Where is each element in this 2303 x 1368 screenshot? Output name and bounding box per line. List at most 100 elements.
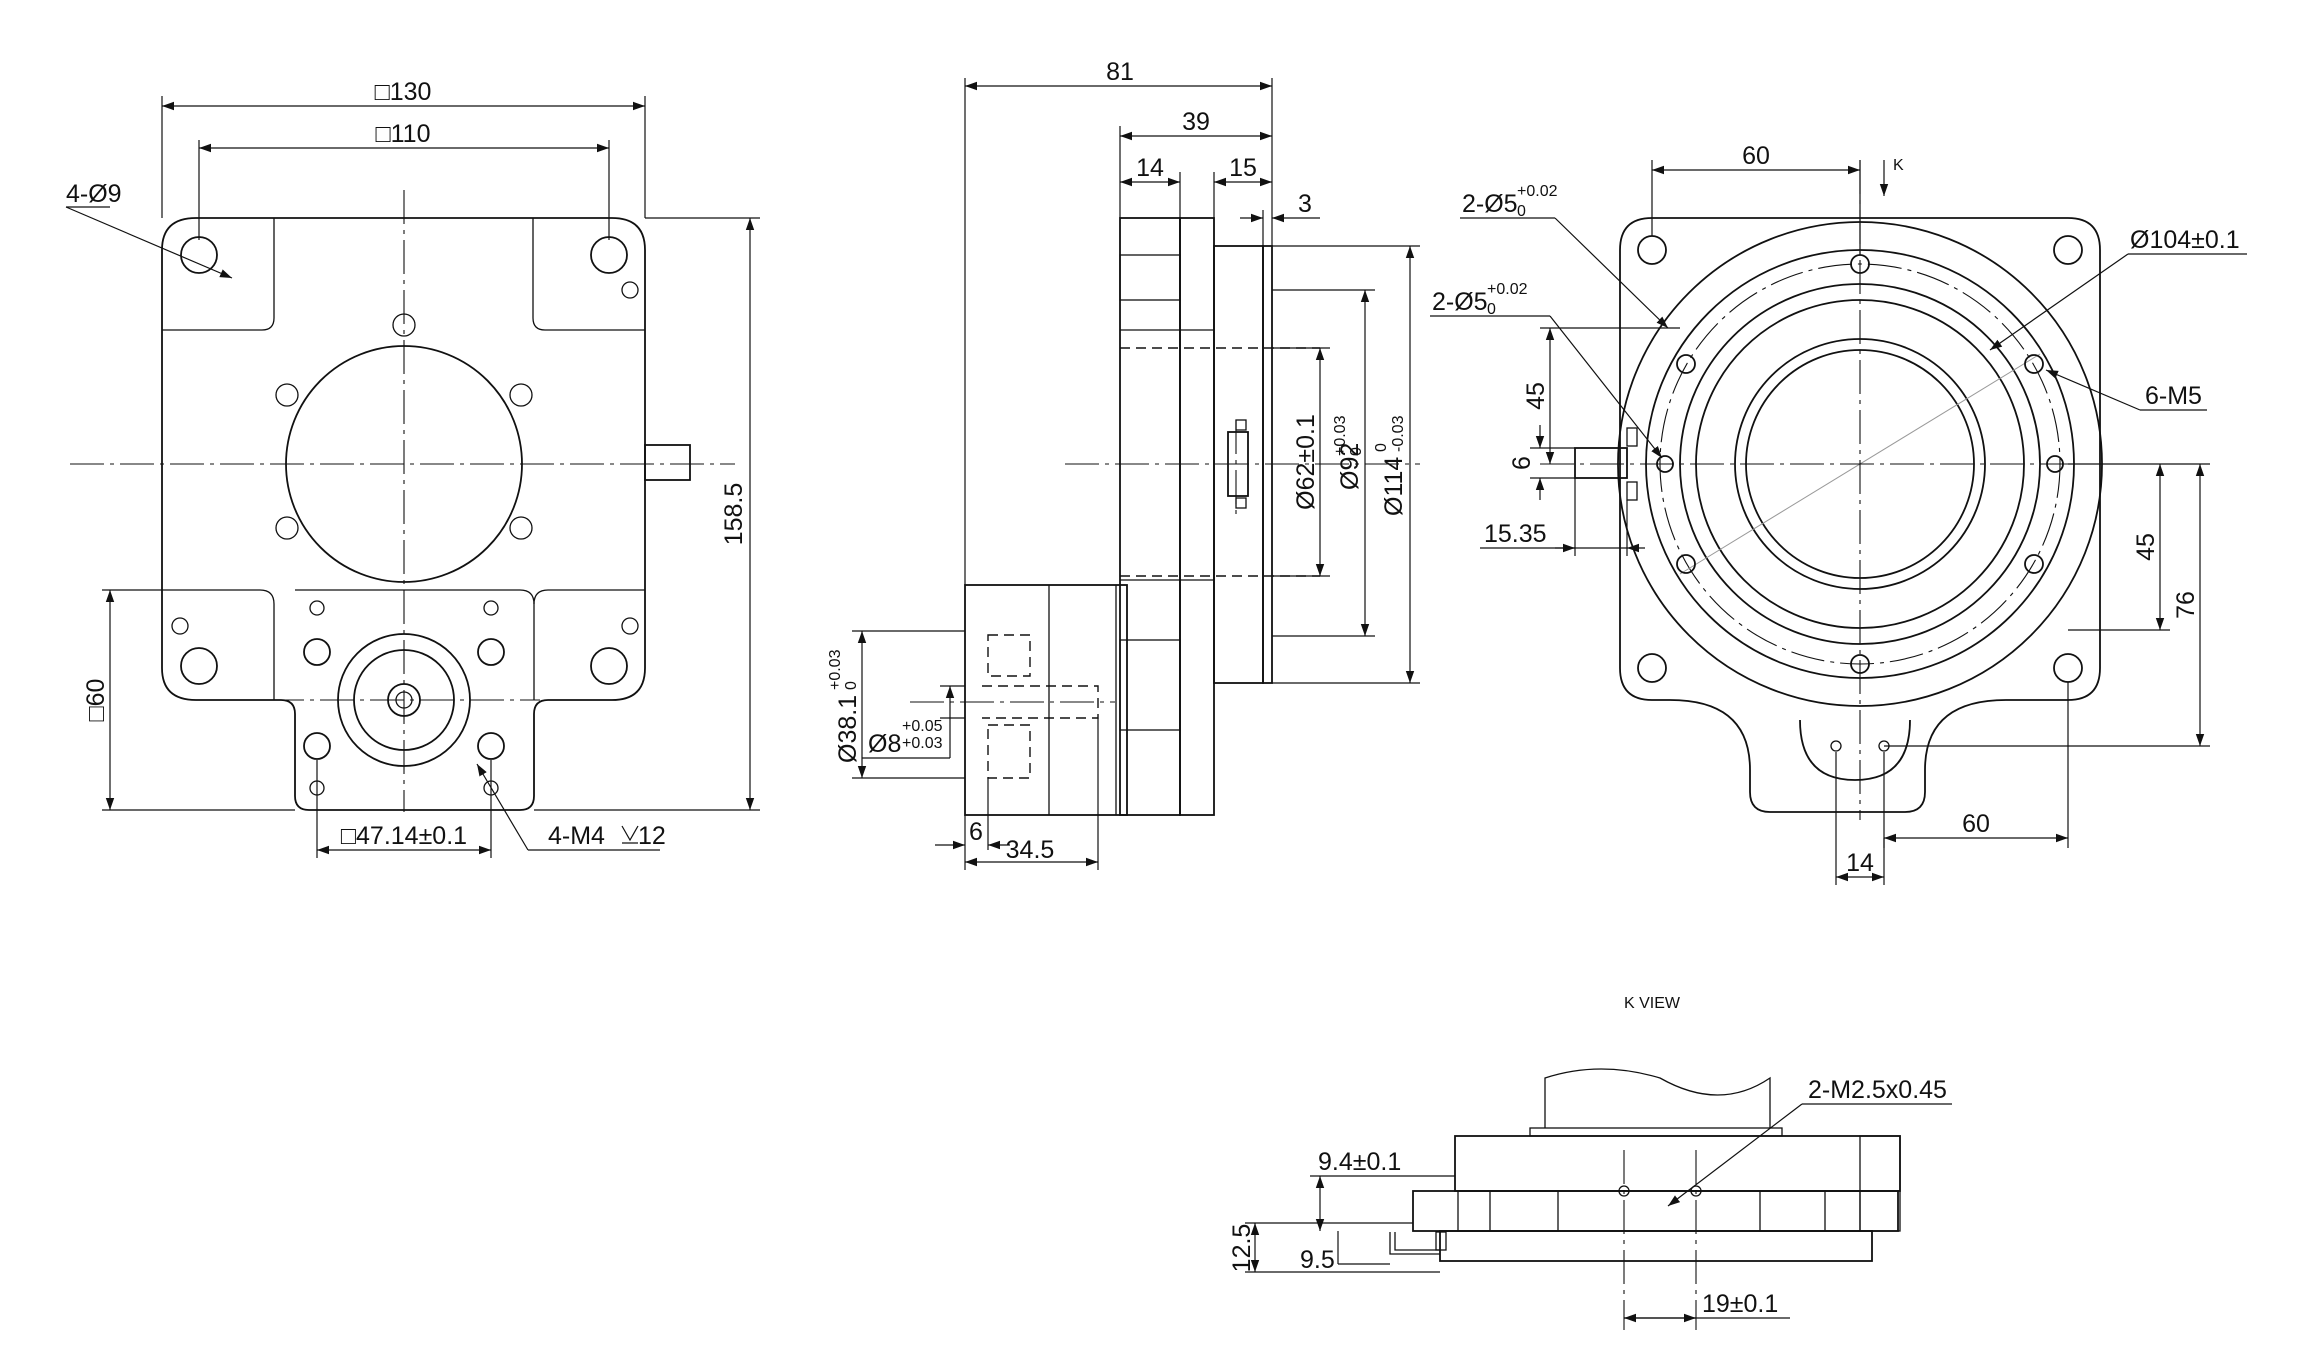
dim-sq60: □60: [82, 679, 110, 722]
dim-pin2-tol-low: 0: [1487, 301, 1496, 318]
k-base-plate: [1439, 1230, 1873, 1262]
dim-15-35: 15.35: [1484, 520, 1547, 548]
dim-dia114-tol-up: 0: [1373, 443, 1390, 452]
top-corner-br: [2053, 653, 2083, 683]
dim-pin1-tol-up: +0.02: [1517, 183, 1558, 200]
dim-dia62: Ø62±0.1: [1292, 414, 1320, 510]
front-lower-block: [295, 589, 535, 605]
m4-hole-1: [303, 638, 331, 666]
dim-4-dia9: 4-Ø9: [66, 180, 122, 208]
k-view: K VIEW 2-M2.5x0.45 9.4±0.1 12.5 9.5: [1228, 995, 1952, 1330]
dim-14-side: 14: [1136, 154, 1164, 182]
lobe-right-top: [509, 383, 533, 407]
dim-6-left: 6: [1508, 456, 1536, 470]
dim-dia38-tol-up: +0.03: [827, 649, 844, 690]
mount-hole-tl: [180, 236, 218, 274]
dim-dia8: Ø8: [868, 730, 901, 758]
top-lobe: [1799, 719, 1911, 781]
mount-hole-br: [590, 647, 628, 685]
dim-dia8-tol-low: +0.03: [902, 735, 943, 752]
side-hidden-2: [987, 634, 1031, 779]
dim-60-bottom: 60: [1962, 810, 1990, 838]
dim-15: 15: [1229, 154, 1257, 182]
dim-depth-12: 12: [638, 822, 666, 850]
small-hole-l: [171, 617, 189, 635]
dim-pin1-tol-low: 0: [1517, 203, 1526, 220]
k-marker: K: [1893, 157, 1904, 174]
dim-76: 76: [2172, 591, 2200, 619]
m5-hole-6: [2024, 554, 2044, 574]
top-corner-tr: [2053, 235, 2083, 265]
side-gear-housing-2: [1179, 217, 1215, 816]
dim-dia92: Ø92: [1336, 443, 1364, 490]
m5-hole-3: [1676, 354, 1696, 374]
top-lobe-hole-1: [1830, 740, 1842, 752]
dim-dia8-tol-up: +0.05: [902, 718, 943, 735]
top-body-outline: [1619, 217, 2101, 813]
dim-14-bottom: 14: [1846, 849, 1874, 877]
dim-dia114-tol-low: -0.03: [1390, 415, 1407, 452]
m4-hole-2: [477, 638, 505, 666]
front-lower-split-right: [533, 589, 645, 700]
side-view: 81 39 14 15 3 Ø62±0.1 Ø92 +0.03 0 Ø114: [827, 58, 1420, 870]
k-top-rail: [1529, 1127, 1783, 1137]
dim-pin2-tol-up: +0.02: [1487, 281, 1528, 298]
m5-hole-4: [2024, 354, 2044, 374]
side-small-block-2: [1119, 639, 1181, 731]
top-side-shaft: [1574, 447, 1628, 479]
m4-small-2: [483, 600, 499, 616]
front-view: □130 □110 4-Ø9 158.5 □60 □47.14±0.1 4-M4…: [65, 78, 760, 858]
dim-4-m4: 4-M4: [548, 822, 605, 850]
k-view-title: K VIEW: [1624, 995, 1681, 1012]
dim-9-4: 9.4±0.1: [1318, 1148, 1401, 1176]
dim-pin1: 2-Ø5: [1462, 190, 1518, 218]
dim-sq110: □110: [376, 120, 431, 148]
dim-dia38-tol-low: 0: [843, 681, 860, 690]
front-top-right-pad: [532, 218, 645, 331]
k-cap-shape: [1544, 1068, 1771, 1128]
side-gear-housing: [1119, 217, 1181, 816]
side-small-block: [1119, 254, 1181, 301]
dim-6-m5: 6-M5: [2145, 382, 2202, 410]
k-m25-hole-2: [1690, 1185, 1702, 1197]
dim-pin2: 2-Ø5: [1432, 288, 1488, 316]
lobe-left-bottom: [275, 516, 299, 540]
front-body-outline: [161, 217, 646, 811]
side-back-block: [964, 584, 1128, 816]
depth-symbol: [621, 825, 639, 844]
small-hole-tr: [621, 281, 639, 299]
m4-hole-3: [303, 732, 331, 760]
dim-45-left: 45: [1522, 382, 1550, 410]
top-corner-tl: [1637, 235, 1667, 265]
dim-dia92-tol-low: 0: [1348, 447, 1365, 456]
dim-dia92-tol-up: +0.03: [1332, 415, 1349, 456]
dim-34-5: 34.5: [1006, 836, 1055, 864]
dim-60-top: 60: [1742, 142, 1770, 170]
dim-158-5: 158.5: [720, 483, 748, 546]
m5-hole-5: [1676, 554, 1696, 574]
dim-9-5: 9.5: [1300, 1246, 1335, 1274]
dim-12-5: 12.5: [1228, 1224, 1256, 1273]
top-view: 60 K 2-Ø5 +0.02 0 2-Ø5 +0.02 0 Ø104±0.1 …: [1430, 142, 2247, 885]
mount-hole-bl: [180, 647, 218, 685]
m4-small-1: [309, 600, 325, 616]
k-m25-hole-1: [1618, 1185, 1630, 1197]
lobe-right-bottom: [509, 516, 533, 540]
m4-hole-4: [477, 732, 505, 760]
side-hidden-1: [1120, 347, 1320, 577]
dim-dia38: Ø38.1: [834, 695, 862, 763]
dim-sq47: □47.14±0.1: [341, 822, 467, 850]
dim-3: 3: [1298, 190, 1312, 218]
dim-6-side: 6: [969, 818, 983, 846]
dim-dia104: Ø104±0.1: [2130, 226, 2240, 254]
k-main-body: [1454, 1135, 1901, 1192]
dim-81: 81: [1106, 58, 1134, 86]
dim-m25: 2-M2.5x0.45: [1808, 1076, 1947, 1104]
small-hole-r: [621, 617, 639, 635]
top-corner-bl: [1637, 653, 1667, 683]
front-side-shaft: [644, 444, 691, 481]
front-lower-split: [162, 589, 275, 700]
k-bracket: [1389, 1232, 1440, 1255]
mount-hole-tr: [590, 236, 628, 274]
